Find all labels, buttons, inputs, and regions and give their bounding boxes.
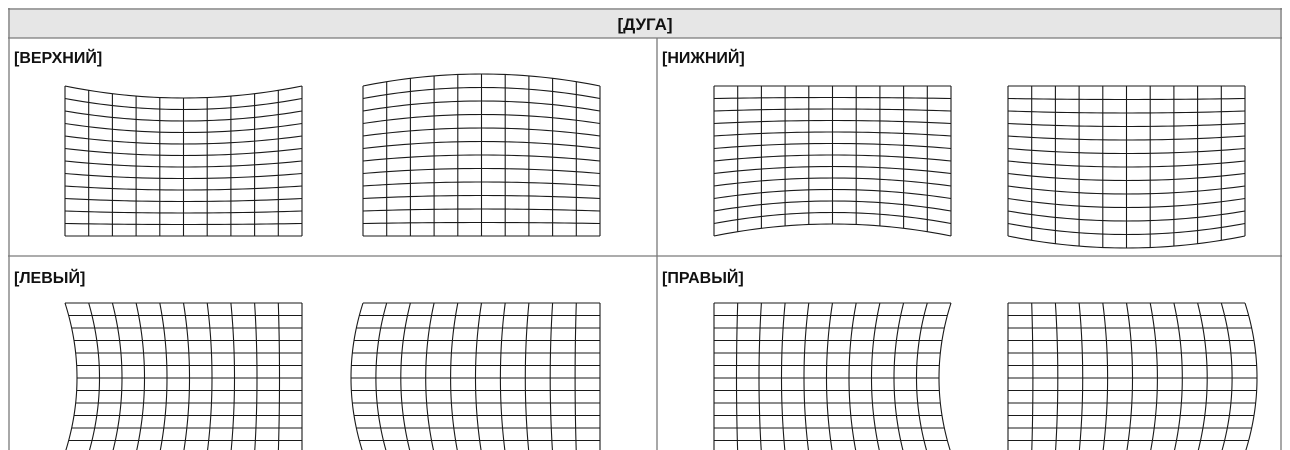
- grid-column-line: [111, 302, 123, 450]
- grid-column-line: [230, 302, 236, 450]
- grid-column-line: [450, 302, 459, 450]
- grid-right-convex: [1007, 302, 1258, 450]
- grid-column-line: [1197, 302, 1208, 450]
- grid-column-line: [870, 302, 881, 450]
- section-label-bottom: [НИЖНИЙ]: [662, 48, 745, 67]
- grid-column-line: [375, 302, 388, 450]
- arc-correction-table: [ДУГА] [ВЕРХНИЙ] [НИЖНИЙ] [ЛЕВЫЙ] [ПРАВЫ…: [8, 8, 1282, 450]
- grid-column-line: [803, 302, 810, 450]
- grid-column-line: [915, 302, 928, 450]
- grid-column-line: [1244, 302, 1258, 450]
- grid-column-line: [206, 302, 213, 450]
- grid-bottom-convex: [1007, 85, 1246, 249]
- grid-column-line: [1220, 302, 1233, 450]
- grid-column-line: [425, 302, 435, 450]
- header-title: [ДУГА]: [617, 15, 672, 34]
- section-label-left: [ЛЕВЫЙ]: [14, 268, 85, 287]
- grid-column-line: [400, 302, 411, 450]
- grid-column-line: [848, 302, 857, 450]
- grid-column-line: [1173, 302, 1183, 450]
- grid-column-line: [182, 302, 191, 450]
- grid-column-line: [254, 302, 258, 450]
- grid-column-line: [780, 302, 786, 450]
- grid-column-line: [1054, 302, 1059, 450]
- grid-column-line: [277, 302, 281, 450]
- grid-column-line: [1149, 302, 1158, 450]
- grid-column-line: [825, 302, 834, 450]
- grid-illustrations: [64, 73, 1258, 450]
- grid-bottom-concave: [713, 85, 952, 237]
- grid-column-line: [1031, 302, 1034, 450]
- grid-column-line: [574, 302, 577, 450]
- grid-top-concave: [64, 85, 303, 237]
- grid-column-line: [1078, 302, 1084, 450]
- grid-left-concave: [64, 302, 303, 450]
- grid-column-line: [758, 302, 762, 450]
- grid-left-convex: [350, 302, 601, 450]
- section-label-top: [ВЕРХНИЙ]: [14, 48, 102, 67]
- grid-column-line: [524, 302, 530, 450]
- grid-column-line: [474, 302, 483, 450]
- grid-row-line: [64, 85, 303, 99]
- grid-column-line: [735, 302, 739, 450]
- grid-column-line: [88, 302, 101, 450]
- grid-column-line: [350, 302, 364, 450]
- grid-top-convex: [362, 73, 601, 237]
- grid-column-line: [1125, 302, 1134, 450]
- grid-column-line: [64, 302, 78, 450]
- header-bar: [8, 8, 1282, 38]
- grid-column-line: [938, 302, 952, 450]
- grid-column-line: [1102, 302, 1109, 450]
- grid-column-line: [549, 302, 554, 450]
- grid-column-line: [159, 302, 168, 450]
- grid-column-line: [893, 302, 905, 450]
- grid-row-line: [713, 223, 952, 237]
- grid-column-line: [135, 302, 146, 450]
- grid-column-line: [499, 302, 506, 450]
- section-label-right: [ПРАВЫЙ]: [662, 268, 744, 287]
- grid-right-concave: [713, 302, 952, 450]
